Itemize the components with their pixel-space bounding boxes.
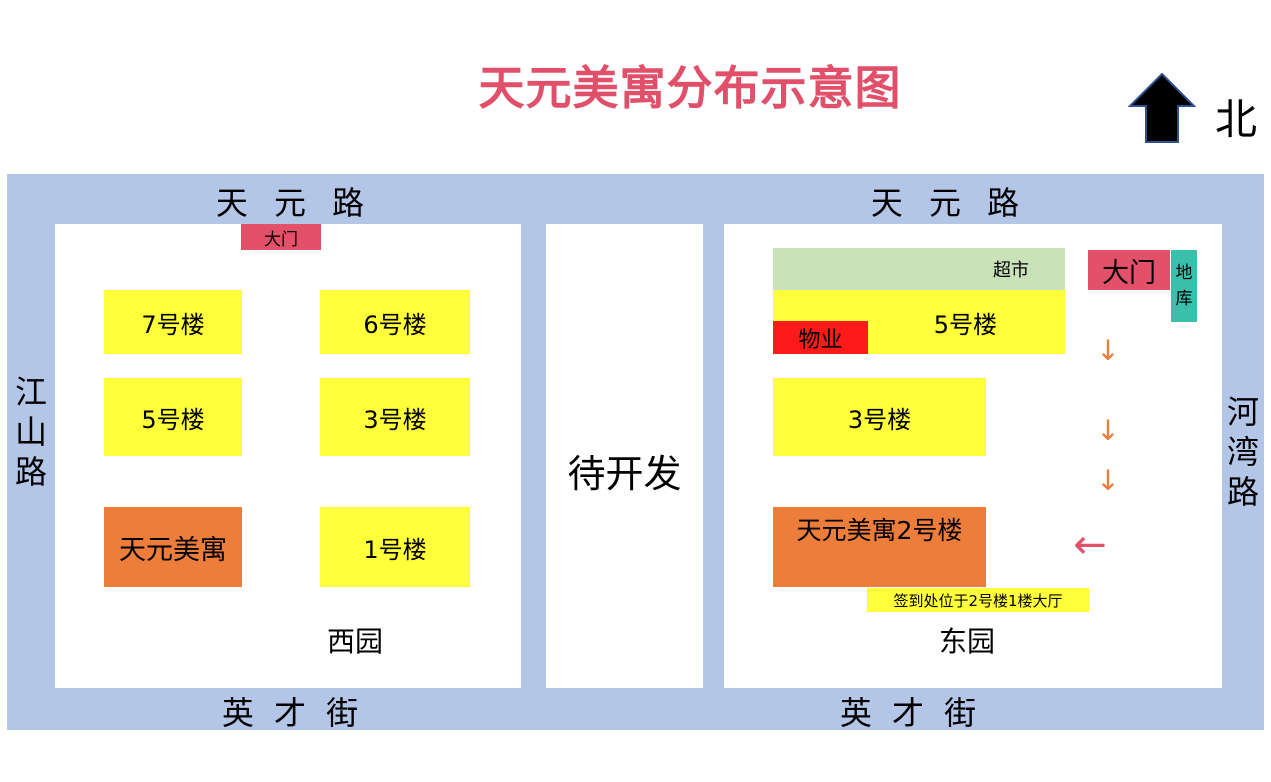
undeveloped-label: 待开发 <box>567 451 682 496</box>
east-building-3: 3号楼 <box>773 378 986 456</box>
east-garden-label: 东园 <box>938 625 995 658</box>
checkin-note: 签到处位于2号楼1楼大厅 <box>867 588 1089 612</box>
road-label-tianyuan-west: 天 元 路 <box>215 184 365 222</box>
west-garden-label: 西园 <box>326 625 383 658</box>
west-building-3: 3号楼 <box>320 378 470 456</box>
west-building-tianyuan: 天元美寓 <box>104 507 242 587</box>
path-arrow-left-icon: ← <box>1073 522 1107 568</box>
underground-garage: 地 库 <box>1171 250 1197 322</box>
west-building-6: 6号楼 <box>320 290 470 354</box>
path-arrow-down-1-icon: ↓ <box>1096 333 1120 367</box>
road-label-yingcai-west: 英 才 街 <box>221 694 359 732</box>
road-label-yingcai-east: 英 才 街 <box>839 694 977 732</box>
road-label-hewan: 河 湾 路 <box>1226 393 1259 511</box>
path-arrow-down-2-icon: ↓ <box>1096 413 1120 447</box>
property-office: 物业 <box>773 321 868 354</box>
road-label-jiangshan: 江 山 路 <box>14 373 47 491</box>
page-title: 天元美寓分布示意图 <box>478 61 902 115</box>
north-arrow-icon <box>1128 72 1196 143</box>
road-label-tianyuan-east: 天 元 路 <box>870 184 1020 222</box>
west-building-7: 7号楼 <box>104 290 242 354</box>
west-gate: 大门 <box>241 224 321 250</box>
middle-block <box>546 224 703 688</box>
west-building-5: 5号楼 <box>104 378 242 456</box>
east-building-tianyuan-2: 天元美寓2号楼 <box>773 507 986 587</box>
east-gate: 大门 <box>1088 250 1170 290</box>
supermarket: 超市 <box>773 248 1065 290</box>
north-label: 北 <box>1214 94 1257 144</box>
west-building-1: 1号楼 <box>320 507 470 587</box>
path-arrow-down-3-icon: ↓ <box>1096 463 1120 497</box>
